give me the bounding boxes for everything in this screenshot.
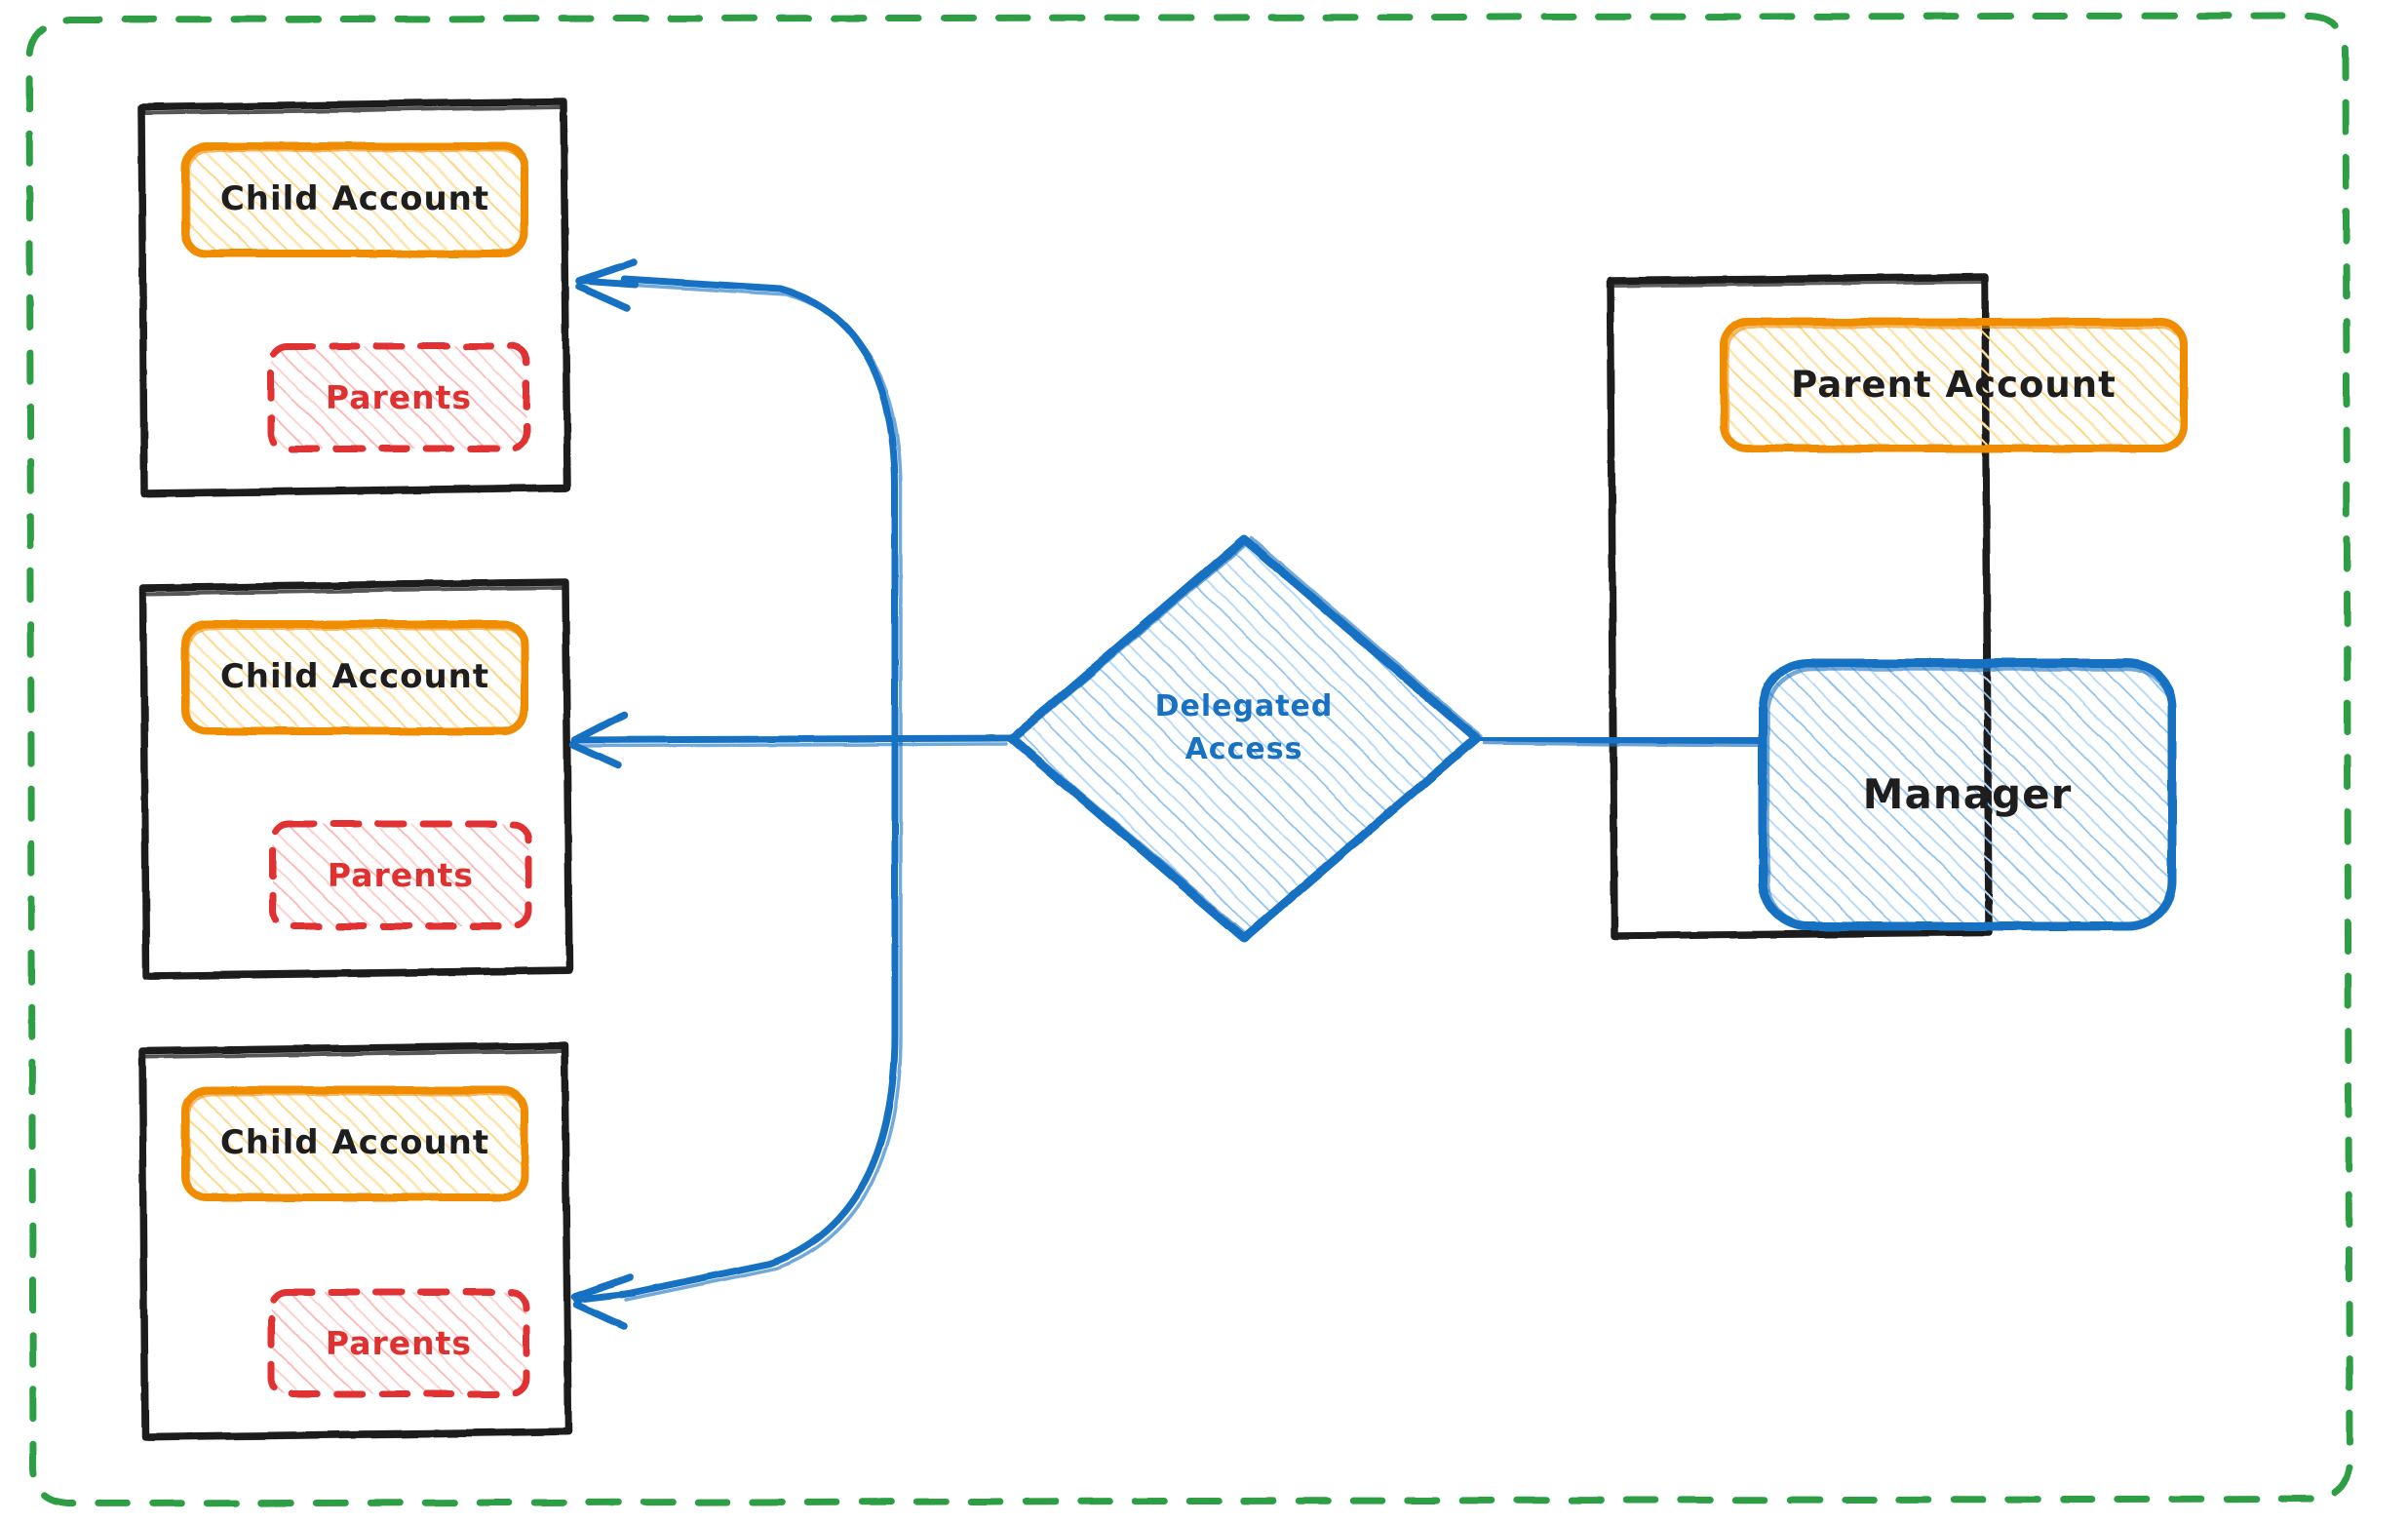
child-account-label-1: Child Account <box>219 179 490 219</box>
child-account-box-1[interactable] <box>181 142 528 257</box>
parents-label-2: Parents <box>327 855 475 894</box>
arrowhead-child-1 <box>575 258 640 312</box>
parents-box-3[interactable] <box>267 1288 530 1398</box>
arrowhead-child-3 <box>571 1273 638 1330</box>
connector-delegated-trunk <box>618 275 903 1302</box>
parent-account-box[interactable] <box>1720 318 2188 452</box>
parents-box-1[interactable] <box>267 342 530 452</box>
delegated-access-label-line2: Access <box>1185 731 1303 766</box>
parents-label-3: Parents <box>325 1323 473 1362</box>
organization-boundary <box>25 12 2353 1507</box>
parents-label-1: Parents <box>325 377 473 416</box>
parents-box-2[interactable] <box>269 820 532 930</box>
manager-box[interactable] <box>1758 658 2177 931</box>
connector-delegated-to-child-2 <box>569 711 1014 769</box>
connector-manager-to-delegated <box>1476 734 1765 748</box>
delegated-access-label-line1: Delegated <box>1154 688 1334 723</box>
child-account-label-2: Child Account <box>219 657 490 697</box>
parent-account-label: Parent Account <box>1791 363 2117 406</box>
delegated-access-diamond[interactable] <box>1007 534 1483 943</box>
manager-label: Manager <box>1862 769 2073 818</box>
child-account-box-3[interactable] <box>181 1086 528 1201</box>
child-account-label-3: Child Account <box>219 1123 490 1163</box>
child-account-box-2[interactable] <box>181 620 528 735</box>
